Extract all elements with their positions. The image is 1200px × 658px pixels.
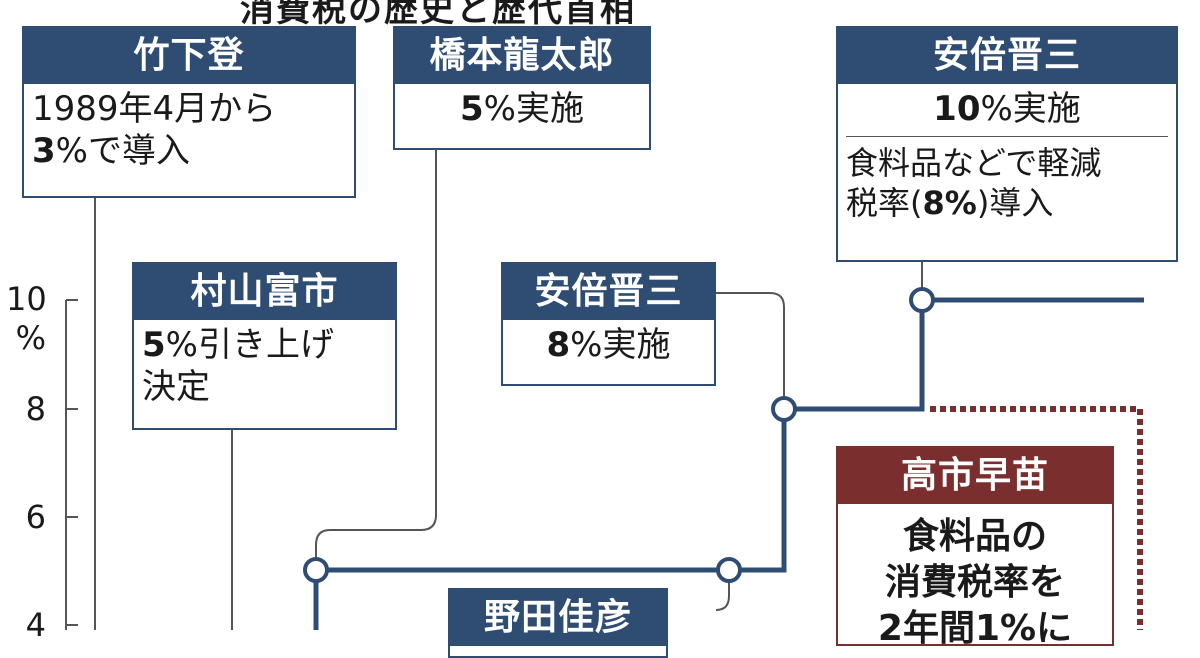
murayama-line2: 決定: [142, 367, 210, 407]
hashimoto-name: 橋本龍太郎: [395, 28, 649, 84]
abe-10pct-box: 安倍晋三 10%実施 食料品などで軽減 税率(8%)導入: [836, 26, 1178, 262]
note-pre: 税率(: [846, 184, 923, 222]
takaichi-box: 高市早苗 食料品の 消費税率を 2年間1%に: [836, 446, 1114, 649]
leader-hashimoto: [315, 150, 437, 570]
abe-10pct-note-line1: 食料品などで軽減: [846, 144, 1102, 182]
abe-8pct-rate: 8: [546, 325, 571, 365]
noda-name: 野田佳彦: [450, 590, 666, 646]
takeshita-name: 竹下登: [24, 28, 354, 84]
y-axis-unit: %: [15, 319, 46, 357]
abe-8pct-rest: %実施: [570, 325, 671, 365]
takaichi-name: 高市早苗: [838, 448, 1112, 504]
abe-8pct-name: 安倍晋三: [503, 264, 714, 320]
y-tick-label-8: 8: [25, 390, 46, 428]
murayama-body: 5%引き上げ 決定: [134, 320, 395, 408]
takeshita-line1: 1989年4月から: [32, 89, 277, 129]
murayama-rest: %引き上げ: [165, 325, 334, 365]
murayama-rate: 5: [142, 325, 166, 365]
takeshita-line2-rest: %で導入: [55, 131, 190, 171]
takaichi-proposal-line: [930, 406, 1143, 630]
abe-10pct-note-line2: 税率(8%)導入: [846, 183, 1168, 223]
takeshita-body: 1989年4月から 3%で導入: [24, 84, 354, 172]
rate-step-line: [313, 297, 1144, 630]
note-post: )導入: [976, 184, 1054, 222]
marker-8pct: [771, 396, 797, 422]
hashimoto-rest: %実施: [483, 89, 584, 129]
abe-10pct-rate: 10: [933, 89, 981, 129]
leader-abe1: [716, 292, 785, 409]
leader-noda: [715, 572, 730, 611]
marker-noda: [716, 557, 742, 583]
marker-5pct-start: [303, 557, 329, 583]
marker-10pct: [909, 287, 935, 313]
chart-title-fragment: 消費税の歴史と歴代首相: [240, 0, 636, 30]
y-tick-label-6: 6: [25, 498, 46, 536]
tax-rate-chart: [65, 150, 1144, 630]
y-tick-label-10: 10: [6, 280, 47, 318]
abe-10pct-note: 食料品などで軽減 税率(8%)導入: [846, 136, 1168, 223]
chart-stage: 消費税の歴史と歴代首相 10 % 8 6 4 竹下登 1989年4月から: [6, 0, 1178, 658]
takeshita-box: 竹下登 1989年4月から 3%で導入: [22, 26, 356, 198]
abe-10pct-rest: %実施: [980, 89, 1081, 129]
murayama-box: 村山富市 5%引き上げ 決定: [132, 262, 397, 430]
takaichi-line1: 食料品の: [902, 516, 1047, 557]
note-reduced-rate: 8%: [922, 184, 977, 222]
takaichi-line3: 2年間1%に: [877, 608, 1073, 649]
hashimoto-box: 橋本龍太郎 5%実施: [393, 26, 651, 150]
takeshita-line2: 3%で導入: [32, 130, 346, 172]
hashimoto-rate: 5: [460, 89, 484, 129]
murayama-line1: 5%引き上げ: [142, 324, 387, 366]
noda-box: 野田佳彦: [448, 588, 668, 658]
abe-8pct-box: 安倍晋三 8%実施: [501, 262, 716, 386]
hashimoto-body: 5%実施: [395, 84, 649, 130]
abe-10pct-body: 10%実施: [838, 84, 1176, 136]
takeshita-rate: 3: [32, 131, 56, 171]
abe-10pct-name: 安倍晋三: [838, 28, 1176, 84]
takaichi-line2: 消費税率を: [884, 562, 1065, 603]
y-tick-label-4: 4: [25, 606, 46, 644]
abe-8pct-body: 8%実施: [503, 320, 714, 366]
murayama-name: 村山富市: [134, 264, 395, 320]
